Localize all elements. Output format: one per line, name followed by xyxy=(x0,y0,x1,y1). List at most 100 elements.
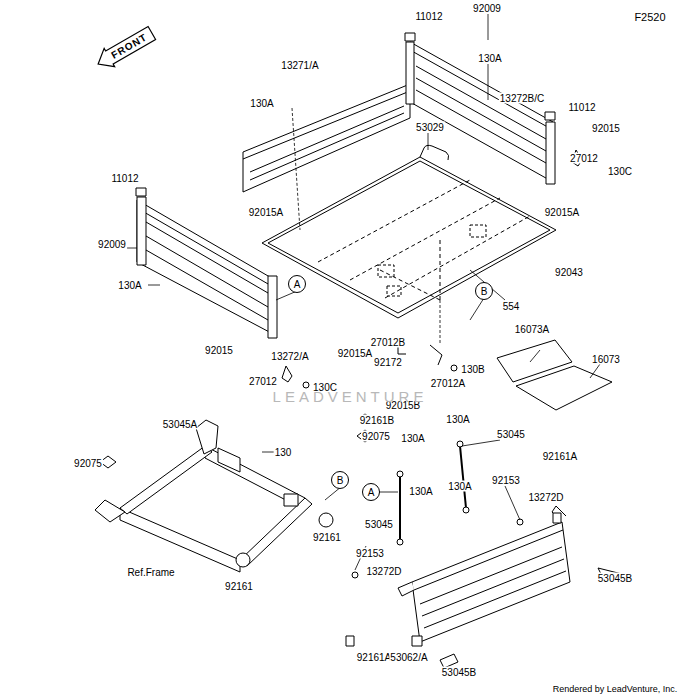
leader-line xyxy=(148,285,160,286)
front-panel xyxy=(243,84,410,192)
left-side-panel xyxy=(137,197,146,265)
callout-number: 53045 xyxy=(496,429,526,440)
callout-number: 92015A xyxy=(544,207,580,218)
right-side-panel xyxy=(406,42,414,104)
left-side-panel xyxy=(146,222,268,293)
bed-floor xyxy=(380,270,440,300)
leader-line xyxy=(122,14,600,570)
callout-number: 11012 xyxy=(567,102,596,113)
right-side-panel xyxy=(410,42,553,182)
right-side-panel xyxy=(405,33,582,184)
circle-shape xyxy=(363,484,380,501)
left-side-panel xyxy=(136,188,457,388)
reference-letter: A xyxy=(368,487,375,498)
callout-number: 92015A xyxy=(248,207,284,218)
callout-number: 27012B xyxy=(370,337,406,348)
reference-circle: A xyxy=(288,275,306,293)
frame xyxy=(205,446,305,510)
leader-line xyxy=(470,298,484,320)
callout-number: 92009 xyxy=(472,3,502,14)
floor-mat xyxy=(516,366,612,410)
leader-line xyxy=(428,133,429,150)
left-side-panel xyxy=(282,366,292,382)
reference-letter: B xyxy=(481,286,488,297)
leader-line xyxy=(378,492,398,493)
callout-number: 92153 xyxy=(355,548,385,559)
tailgate xyxy=(420,547,562,604)
leader-line xyxy=(590,364,600,378)
callout-number: 13272B/C xyxy=(499,93,545,104)
leader-line xyxy=(470,270,505,300)
right-side-panel xyxy=(546,122,555,184)
left-side-panel xyxy=(137,208,275,288)
left-side-panel xyxy=(146,236,268,307)
tailgate xyxy=(412,636,422,646)
callout-number: 16073 xyxy=(591,354,621,365)
bed-floor xyxy=(318,180,530,300)
left-side-panel xyxy=(430,345,442,365)
callout-number: 27012A xyxy=(430,378,466,389)
callout-number: 130C xyxy=(607,166,633,177)
reference-circle: B xyxy=(475,282,493,300)
tailgate xyxy=(398,582,414,596)
reference-letter: A xyxy=(294,279,301,290)
tailgate xyxy=(412,522,570,642)
callout-number: 92161 xyxy=(224,581,254,592)
bed-floor xyxy=(387,286,401,296)
frame xyxy=(284,494,298,506)
callout-number: 11012 xyxy=(110,173,139,184)
leader-line xyxy=(292,108,300,230)
cap xyxy=(405,33,415,41)
arrow-shape xyxy=(93,23,157,72)
tailgate xyxy=(422,559,564,616)
callout-number: 130A xyxy=(447,481,472,492)
bed-floor xyxy=(262,145,556,318)
bed-floor xyxy=(350,198,500,280)
frame xyxy=(218,448,240,472)
callout-number: 92161A xyxy=(542,451,578,462)
callout-number: 92009 xyxy=(97,239,127,250)
tailgate xyxy=(346,636,354,646)
left-side-panel xyxy=(268,276,277,338)
tailgate xyxy=(424,571,566,628)
callout-number: 92161 xyxy=(312,532,342,543)
callout-number: 130A xyxy=(408,486,433,497)
callout-number: 130B xyxy=(460,364,485,375)
right-side-panel xyxy=(416,66,546,139)
front-panel xyxy=(243,91,410,159)
leader-line xyxy=(488,14,489,40)
watermark: LEADVENTURE xyxy=(272,388,429,406)
frame xyxy=(236,553,250,567)
callout-number: 554 xyxy=(502,301,521,312)
callout-number: 130A xyxy=(117,280,142,291)
parts-illustration xyxy=(95,14,626,668)
front-panel xyxy=(250,113,404,180)
callout-number: 16073A xyxy=(514,324,550,335)
circle-shape xyxy=(289,276,306,293)
callout-number: 13271/A xyxy=(280,60,319,71)
bed-floor xyxy=(262,157,556,318)
callout-number: 13272D xyxy=(527,492,564,503)
leader-line xyxy=(505,486,520,520)
tailgate xyxy=(463,507,469,513)
callout-number: 130A xyxy=(400,433,425,444)
callout-number: 53029 xyxy=(415,122,445,133)
frame xyxy=(95,500,125,522)
callout-number: 53045A xyxy=(162,419,198,430)
figure-number: F2520 xyxy=(633,11,666,24)
circle-shape xyxy=(332,472,349,489)
leader-line xyxy=(440,300,441,345)
callout-number: 53062/A xyxy=(389,652,428,663)
callout-number: 13272D xyxy=(365,566,402,577)
tailgate xyxy=(346,441,626,668)
callout-number: 53045B xyxy=(597,573,633,584)
reference-circle: B xyxy=(331,471,349,489)
leader-line xyxy=(530,350,540,362)
circle-shape xyxy=(476,283,493,300)
left-side-panel xyxy=(137,200,275,335)
callout-number: 92075 xyxy=(361,431,391,442)
callout-number: 13272/A xyxy=(270,351,309,362)
bed-floor xyxy=(378,265,394,277)
callout-number: 92043 xyxy=(554,267,584,278)
right-side-panel xyxy=(416,90,546,163)
